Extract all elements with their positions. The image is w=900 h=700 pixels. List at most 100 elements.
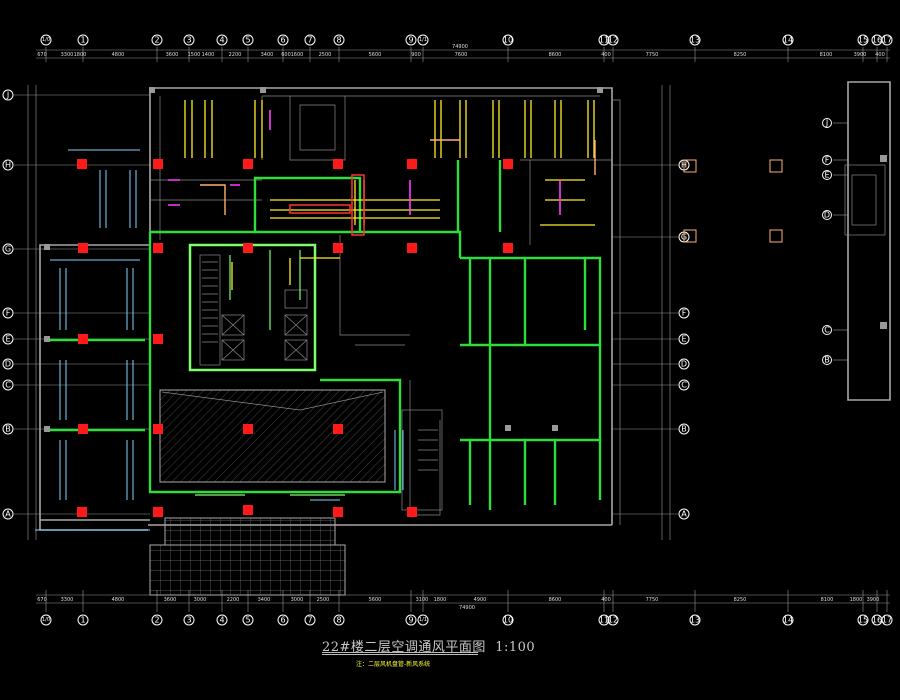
column-axis-label: 15 — [858, 616, 868, 625]
row-axis-bubble-right — [678, 508, 690, 520]
column-axis-label: 1 — [80, 36, 85, 45]
column — [503, 159, 513, 169]
column-axis-bubble — [689, 614, 701, 626]
column — [78, 424, 88, 434]
column-small — [44, 244, 50, 250]
column-axis-bubble — [333, 614, 345, 626]
column-axis-bubble — [277, 34, 289, 46]
column — [153, 243, 163, 253]
drawing-scale: 1:100 — [495, 640, 536, 655]
dimension-bottom: 8250 — [734, 597, 747, 603]
dimension-top: 3400 — [261, 52, 274, 58]
column-axis-bubble — [183, 34, 195, 46]
structural-columns — [44, 87, 603, 517]
column-axis-label: 5 — [245, 616, 250, 625]
row-axis-label: J — [6, 91, 9, 100]
dimension-bottom: 3400 — [258, 597, 271, 603]
column-axis-label: 17 — [882, 616, 892, 625]
column — [407, 243, 417, 253]
column-axis-label: 6 — [280, 36, 285, 45]
dimension-total-top: 74900 — [452, 44, 468, 50]
column-axis-label: 13 — [690, 36, 700, 45]
row-axis-bubble-right — [678, 358, 690, 370]
column-axis-label: 1/0 — [42, 617, 50, 623]
dimension-bottom: 8600 — [549, 597, 562, 603]
column-axis-label: 16 — [872, 616, 882, 625]
row-axis-bubble — [2, 358, 14, 370]
central-core — [188, 243, 317, 372]
dimension-top: 4800 — [112, 52, 125, 58]
dimension-top: 400 — [601, 52, 611, 58]
column-axis-bubble — [417, 614, 429, 626]
dimension-bottom: 3000 — [291, 597, 304, 603]
column-axis-label: 11 — [599, 36, 609, 45]
column — [333, 159, 343, 169]
column-axis-bubble — [242, 614, 254, 626]
column-axis-bubble — [333, 34, 345, 46]
fan-coil-units — [184, 100, 595, 290]
drawing-title: 22#楼二层空调通风平面图 1:100 — [322, 636, 535, 655]
column-small — [44, 426, 50, 432]
row-axis-label-right: E — [681, 335, 686, 344]
column-axis-label: 1/0 — [42, 37, 50, 43]
row-axis-bubble — [2, 423, 14, 435]
column — [333, 424, 343, 434]
column-axis-bubble — [216, 614, 228, 626]
column-axis-bubble — [405, 34, 417, 46]
column-axis-bubble — [405, 614, 417, 626]
column-axis-bubble — [857, 34, 869, 46]
column-axis-bubble — [689, 34, 701, 46]
row-axis-bubble-annex — [822, 210, 832, 220]
column-small — [149, 87, 155, 93]
dimension-bottom: 4900 — [474, 597, 487, 603]
column-axis-bubble — [216, 34, 228, 46]
column-axis-label: 10 — [503, 36, 513, 45]
dimension-top: 8100 — [820, 52, 833, 58]
column-axis-bubble — [782, 614, 794, 626]
row-axis-bubble — [2, 307, 14, 319]
column-axis-bubble — [242, 34, 254, 46]
column-axis-bubble — [607, 34, 619, 46]
hatched-atrium — [149, 389, 386, 596]
dimension-top: 600 — [281, 52, 291, 58]
dimension-top: 900 — [411, 52, 421, 58]
dimension-bottom: 400 — [601, 597, 611, 603]
column-axis-label: 8 — [336, 36, 341, 45]
column — [243, 159, 253, 169]
row-axis-label-right: A — [681, 510, 687, 519]
supply-ducts — [50, 160, 602, 510]
column-axis-label: 10 — [503, 616, 513, 625]
row-axis-label-right: F — [682, 309, 687, 318]
dimension-bottom: 5600 — [369, 597, 382, 603]
column-axis-bubble — [77, 614, 89, 626]
row-axis-bubble-annex — [822, 155, 832, 165]
dimension-bottom: 3100 — [416, 597, 429, 603]
column-axis-label: 6 — [280, 616, 285, 625]
row-axis-label: C — [5, 381, 11, 390]
title-underline — [322, 652, 478, 655]
dimension-bottom: 3000 — [194, 597, 207, 603]
dimension-top: 2500 — [319, 52, 332, 58]
row-axis-label-annex: C — [824, 326, 830, 335]
column-small — [44, 336, 50, 342]
row-axis-bubble — [2, 333, 14, 345]
dimension-top: 1600 — [291, 52, 304, 58]
column — [243, 243, 253, 253]
column-axis-bubble — [881, 34, 893, 46]
row-axis-bubble — [2, 508, 14, 520]
dimension-bottom: 7750 — [646, 597, 659, 603]
dimension-top: 7750 — [646, 52, 659, 58]
row-axis-label-annex: J — [825, 119, 828, 128]
column-axis-bubble — [598, 34, 610, 46]
dimension-top: 1500 — [188, 52, 201, 58]
drawing-note: 注：二层风机盘管-新风系统 — [356, 661, 431, 668]
row-axis-bubble — [2, 89, 14, 101]
dimension-bottom: 2200 — [227, 597, 240, 603]
column-axis-bubble — [502, 34, 514, 46]
row-axis-label: F — [6, 309, 11, 318]
row-axis-bubble-right — [678, 423, 690, 435]
row-axis-label-annex: E — [824, 171, 829, 180]
column — [153, 334, 163, 344]
